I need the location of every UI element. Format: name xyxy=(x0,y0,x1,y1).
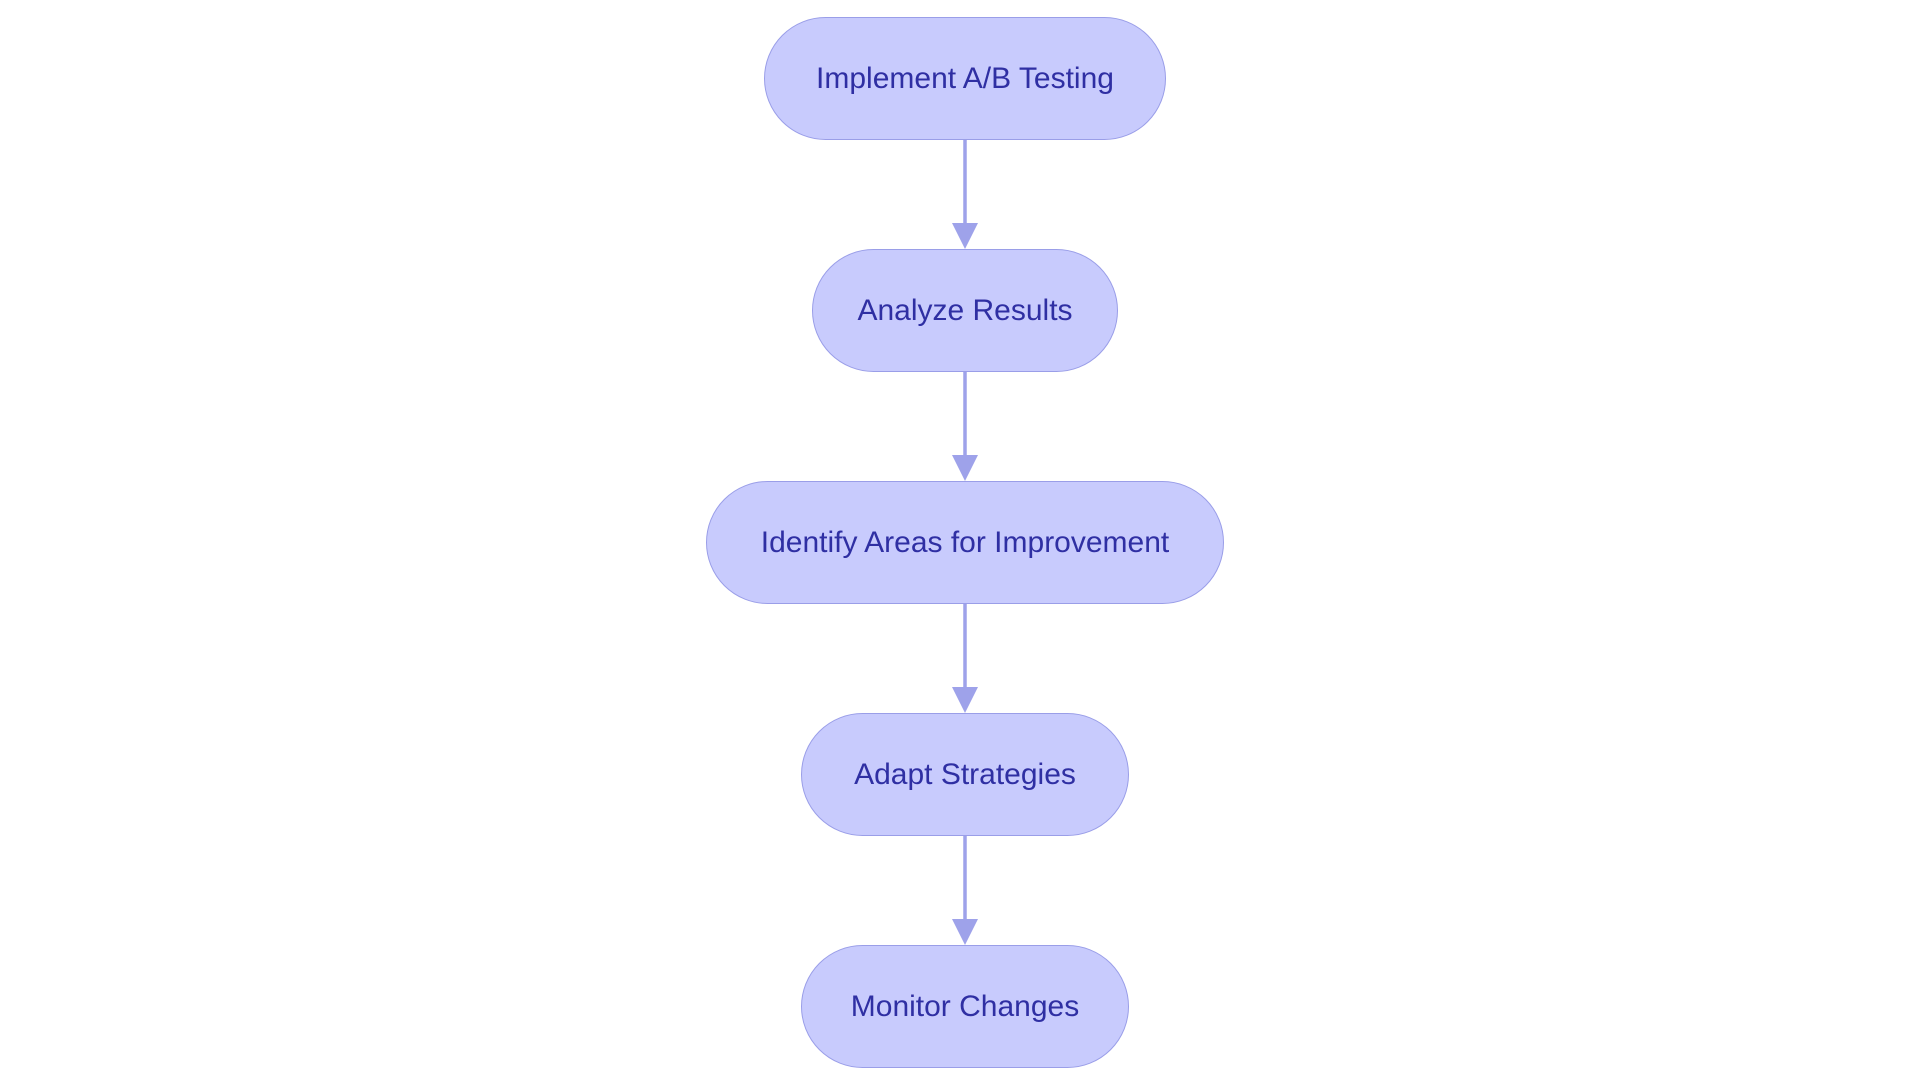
arrowhead-identify-adapt xyxy=(952,687,978,713)
arrowhead-adapt-monitor xyxy=(952,919,978,945)
arrowhead-analyze-identify xyxy=(952,455,978,481)
node-identify-areas-for-improvement: Identify Areas for Improvement xyxy=(706,481,1224,604)
node-implement-ab-testing: Implement A/B Testing xyxy=(764,17,1166,140)
node-label: Adapt Strategies xyxy=(854,757,1076,791)
node-monitor-changes: Monitor Changes xyxy=(801,945,1129,1068)
arrowhead-implement-analyze xyxy=(952,223,978,249)
node-label: Analyze Results xyxy=(857,293,1073,327)
node-label: Monitor Changes xyxy=(850,989,1080,1023)
node-label: Implement A/B Testing xyxy=(816,61,1114,95)
node-adapt-strategies: Adapt Strategies xyxy=(801,713,1129,836)
node-analyze-results: Analyze Results xyxy=(812,249,1118,372)
node-label: Identify Areas for Improvement xyxy=(760,525,1170,559)
